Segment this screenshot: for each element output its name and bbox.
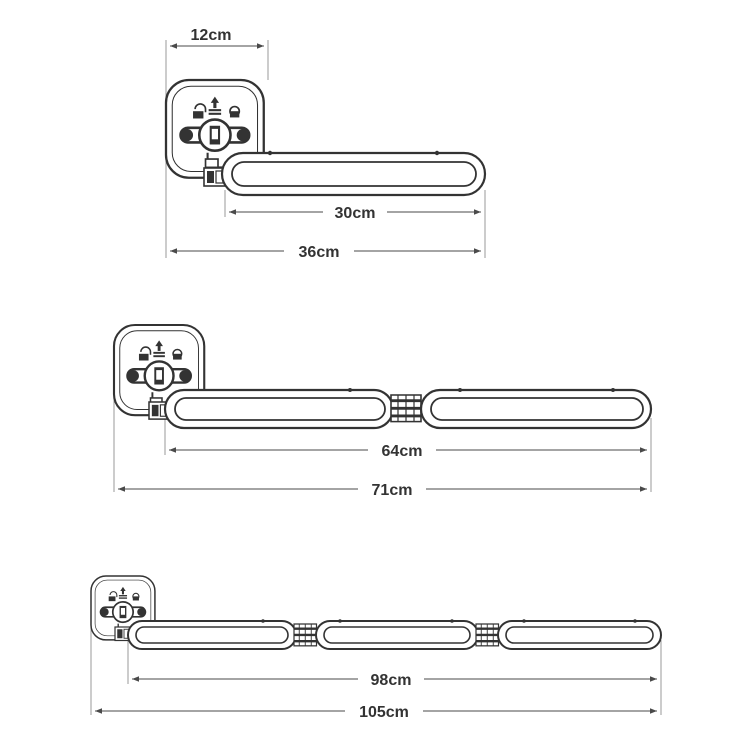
- config-3-triple-arm: 98cm 105cm: [90, 575, 662, 721]
- dimension-total-length: 36cm: [170, 241, 481, 261]
- dimension-arm-length: 30cm: [229, 202, 481, 222]
- towel-arm-segment: [127, 619, 297, 650]
- dimension-total-length: 71cm: [118, 479, 647, 499]
- dimension-arm-length: 64cm: [169, 440, 647, 460]
- width-label: 12cm: [191, 27, 232, 44]
- dimension-width: 12cm: [170, 25, 264, 49]
- towel-arm-segment: [419, 388, 653, 430]
- config-2-double-arm: 64cm 71cm: [112, 323, 653, 499]
- arm-length-label: 30cm: [335, 205, 376, 222]
- total-length-label: 105cm: [359, 704, 409, 721]
- towel-arm-segment: [315, 619, 479, 650]
- dimension-total-length: 105cm: [95, 701, 657, 721]
- towel-arm-segment: [163, 388, 395, 430]
- hinge-icon: [292, 622, 318, 648]
- total-length-label: 36cm: [299, 244, 340, 261]
- towel-arm-segment: [220, 150, 487, 197]
- towel-arm-segment: [497, 619, 662, 650]
- total-length-label: 71cm: [372, 482, 413, 499]
- dimension-arm-length: 98cm: [132, 669, 657, 689]
- config-1-single-arm: 12cm 30cm 36cm: [164, 25, 487, 261]
- arm-length-label: 98cm: [371, 672, 412, 689]
- hinge-icon: [474, 622, 500, 648]
- arm-length-label: 64cm: [382, 443, 423, 460]
- hinge-icon: [389, 393, 423, 424]
